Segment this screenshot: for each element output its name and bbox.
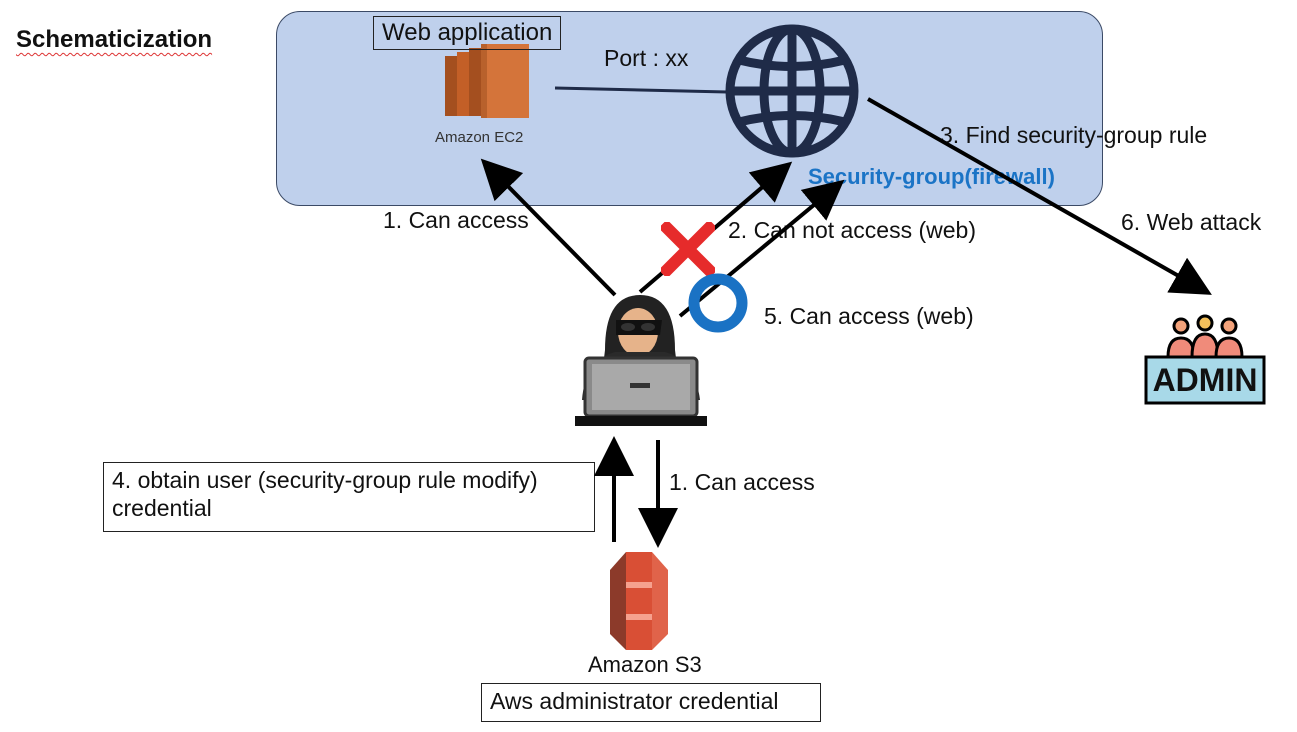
step-4-credential-box: 4. obtain user (security-group rule modi… [103, 462, 595, 532]
step-5-label: 5. Can access (web) [764, 303, 974, 329]
s3-label: Amazon S3 [588, 652, 702, 677]
s3-credential-label: Aws administrator credential [490, 688, 779, 714]
step-6-label: 6. Web attack [1121, 209, 1262, 235]
globe-icon [724, 23, 860, 159]
allow-o-icon [687, 272, 749, 334]
s3-credential-box: Aws administrator credential [481, 683, 821, 722]
hacker-icon [570, 290, 710, 430]
port-connector-line [554, 86, 728, 94]
step-1-s3-label: 1. Can access [669, 469, 815, 495]
step-2-label: 2. Can not access (web) [728, 217, 977, 243]
arrow-web-attack [867, 97, 1212, 295]
admin-icon: ADMIN [1142, 312, 1268, 406]
s3-icon [604, 550, 674, 652]
step-4-label: 4. obtain user (security-group rule modi… [112, 467, 538, 521]
port-label: Port : xx [604, 45, 689, 71]
web-application-label: Web application [373, 16, 562, 50]
security-group-label: Security-group(firewall) [808, 164, 1055, 189]
web-application-panel [276, 11, 1103, 206]
step-3-label: 3. Find security-group rule [940, 122, 1208, 148]
admin-label: ADMIN [1152, 362, 1258, 398]
ec2-label: Amazon EC2 [435, 129, 524, 146]
arrow-allowed-to-web [678, 179, 845, 318]
step-1-ec2-label: 1. Can access [383, 207, 529, 233]
diagram-title: Schematicization [16, 26, 213, 53]
deny-x-icon [658, 219, 718, 279]
arrow-to-ec2 [480, 158, 617, 297]
ec2-icon [440, 42, 536, 122]
